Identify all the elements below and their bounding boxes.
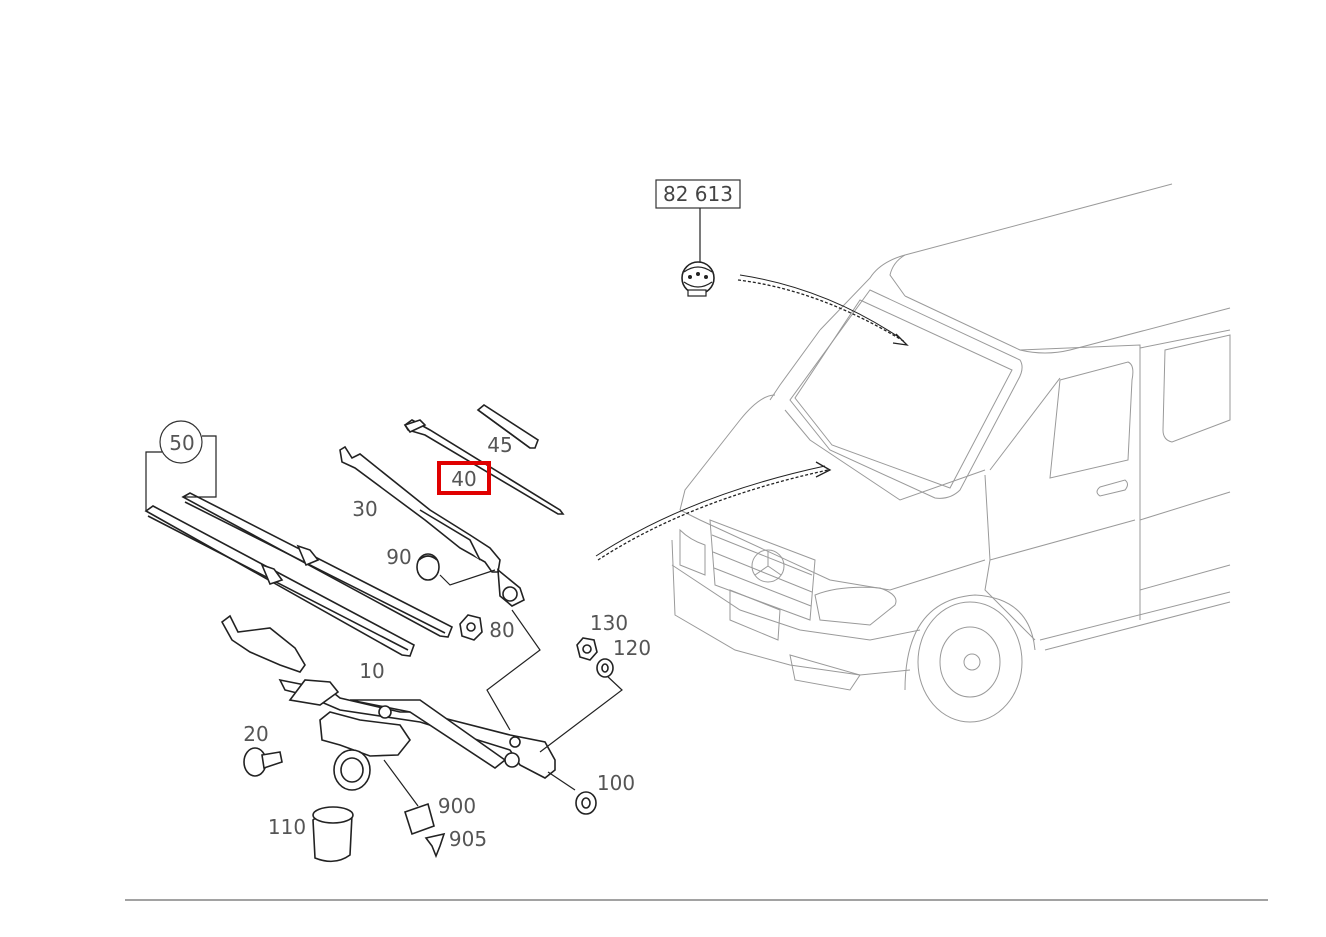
callout-label-40: 40 [451, 467, 476, 491]
part-80-nut[interactable] [459, 614, 483, 641]
part-10-wiper-linkage[interactable] [220, 609, 623, 807]
part-90-cap[interactable] [416, 553, 496, 586]
callout-label-905[interactable]: 905 [449, 827, 487, 851]
part-100-motor-cover[interactable] [312, 806, 354, 863]
callout-label-90[interactable]: 90 [386, 545, 411, 569]
callout-label-110[interactable]: 100 [597, 771, 635, 795]
callout-label-50: 50 [169, 431, 194, 455]
callout-50[interactable]: 50 [159, 420, 203, 464]
reference-82613[interactable]: 82 613 [655, 179, 741, 297]
callout-label-45[interactable]: 45 [487, 433, 512, 457]
part-110-washer[interactable] [575, 791, 597, 815]
callout-label-10[interactable]: 10 [359, 659, 384, 683]
callout-label-20[interactable]: 20 [243, 722, 268, 746]
part-40-wiper-insert[interactable] [403, 419, 565, 515]
part-50-wiper-blades[interactable] [144, 435, 454, 657]
callout-label-120[interactable]: 120 [613, 636, 651, 660]
reference-box-label: 82 613 [663, 182, 733, 206]
van-illustration [671, 183, 1231, 723]
callout-label-80[interactable]: 80 [489, 618, 514, 642]
callout-label-30[interactable]: 30 [352, 497, 377, 521]
callout-40-highlighted[interactable]: 40 [437, 461, 491, 495]
location-arrows [595, 274, 909, 561]
part-130-nut[interactable] [576, 637, 598, 661]
part-905-plug[interactable] [424, 832, 446, 859]
part-20-screw[interactable] [243, 747, 283, 777]
highlight-box [437, 461, 491, 495]
part-900-connector[interactable] [404, 802, 435, 836]
part-30-wiper-arm[interactable] [339, 445, 525, 607]
callout-label-900[interactable]: 900 [438, 794, 476, 818]
part-120-washer[interactable] [596, 658, 614, 678]
callout-label-130[interactable]: 130 [590, 611, 628, 635]
connector-plug-icon [681, 261, 715, 297]
callout-label-100[interactable]: 110 [268, 815, 306, 839]
part-45-spoiler[interactable] [476, 404, 539, 449]
